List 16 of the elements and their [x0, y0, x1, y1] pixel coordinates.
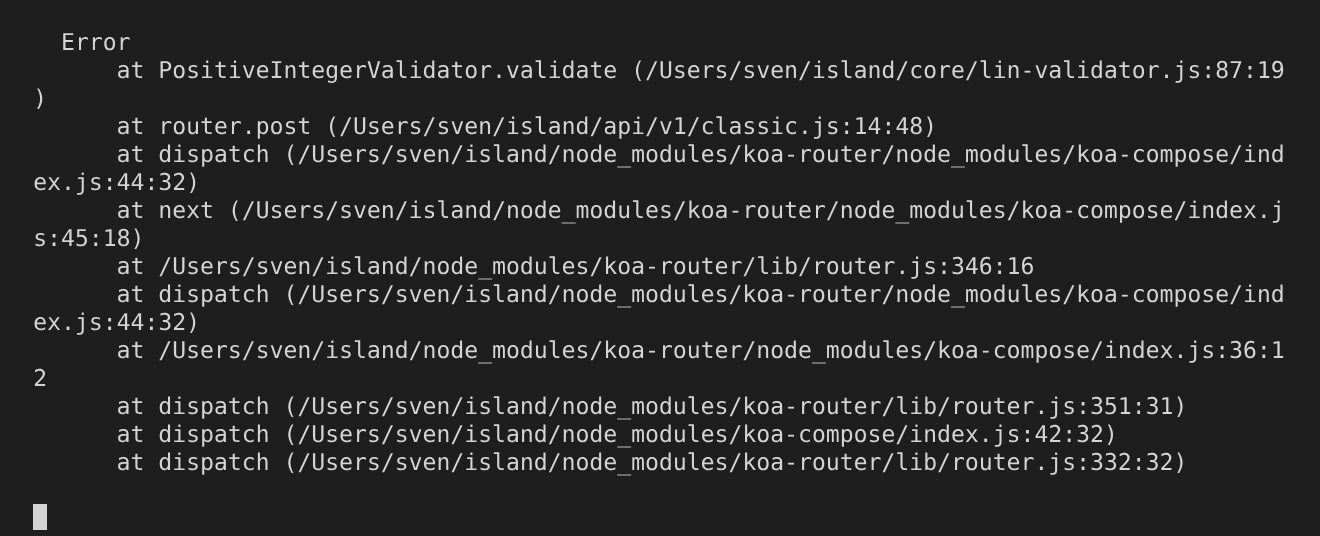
stack-trace-line: at dispatch (/Users/sven/island/node_modules/koa-router/node_modules/koa-compose/ind: [118, 144, 1283, 168]
stack-trace-line: ex.js:44:32): [34, 172, 196, 195]
stack-trace-line: at /Users/sven/island/node_modules/koa-router/lib/router.js:346:16: [118, 256, 1033, 280]
stack-trace-line: at router.post (/Users/sven/island/api/v1/classic.js:14:48): [118, 116, 933, 139]
stack-trace-line: 2: [34, 368, 46, 386]
stack-trace-line: at next (/Users/sven/island/node_modules/koa-router/node_modules/koa-compose/index.j: [118, 200, 1280, 224]
stack-trace-line: at dispatch (/Users/sven/island/node_modules/koa-router/lib/router.js:332:32): [118, 452, 1183, 476]
stack-trace-line: at dispatch (/Users/sven/island/node_modules/koa-router/node_modules/koa-compose/ind: [118, 284, 1283, 308]
stack-trace-line: at /Users/sven/island/node_modules/koa-router/node_modules/koa-compose/index.js:36:1: [118, 340, 1284, 364]
stack-trace-line: at dispatch (/Users/sven/island/node_modules/koa-router/lib/router.js:351:31): [118, 396, 1183, 420]
stack-trace-line: s:45:18): [35, 228, 140, 250]
stack-trace-line: Error: [63, 33, 130, 51]
stack-trace-line: at dispatch (/Users/sven/island/node_modules/koa-compose/index.js:42:32): [118, 424, 1114, 448]
stack-trace-line: ): [37, 88, 43, 110]
stack-trace-line: at PositiveIntegerValidator.validate (/Users/sven/island/core/lin-validator.js:87:19: [118, 60, 1284, 83]
stack-trace-line: ex.js:44:32): [34, 312, 196, 335]
